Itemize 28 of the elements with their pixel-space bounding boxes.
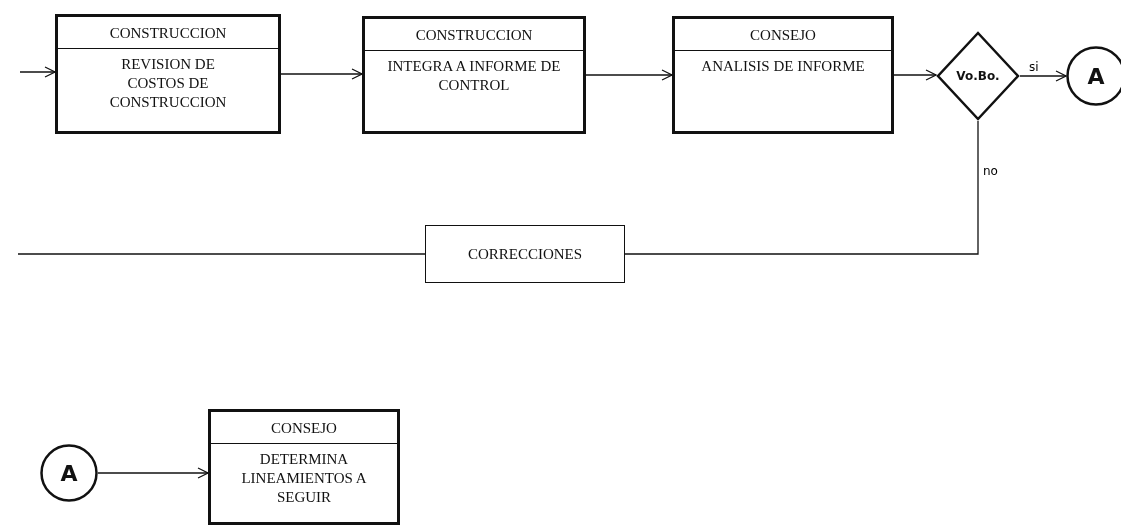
arrow: [1019, 70, 1067, 82]
box-text: DETERMINA LINEAMIENTOS A SEGUIR: [240, 450, 368, 507]
process-box: [55, 14, 281, 134]
box-heading: CONSEJO: [675, 19, 891, 51]
edge-label: si: [1028, 60, 1040, 74]
process-box: [208, 409, 400, 525]
box-heading: CONSTRUCCION: [365, 19, 583, 51]
box-text: INTEGRA A INFORME DE CONTROL: [386, 57, 562, 95]
process-box: [672, 16, 894, 134]
decision-diamond: [936, 31, 1020, 121]
arrow: [585, 69, 673, 81]
node-label: A: [60, 460, 78, 486]
arrow: [19, 66, 56, 78]
connector-line: [624, 120, 979, 255]
arrow: [280, 68, 363, 80]
box-heading: CONSEJO: [211, 412, 397, 444]
connector-line: [17, 253, 426, 255]
box-text: CORRECCIONES: [467, 245, 583, 263]
box-heading: CONSTRUCCION: [58, 17, 278, 49]
node-label: Vo.Bo.: [956, 69, 1000, 83]
process-box: [362, 16, 586, 134]
box-text: ANALISIS DE INFORME: [700, 57, 866, 76]
node-label: A: [1087, 63, 1105, 89]
process-box: [425, 225, 625, 283]
box-text: REVISION DE COSTOS DE CONSTRUCCION: [108, 55, 228, 112]
arrow: [97, 467, 209, 479]
connector-circle: [40, 444, 98, 502]
arrow: [893, 69, 937, 81]
